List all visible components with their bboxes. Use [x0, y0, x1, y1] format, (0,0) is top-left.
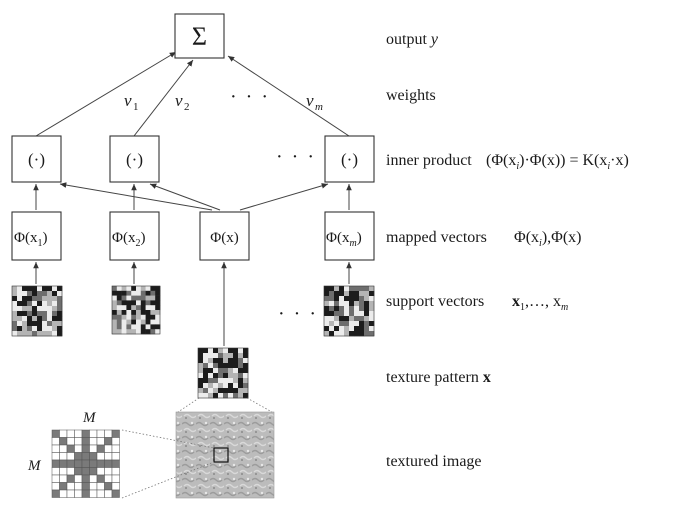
image-window-marker: [213, 447, 229, 463]
label-weights: weights: [386, 87, 436, 104]
label-textured-image: textured image: [386, 453, 482, 470]
edge-inner1-to-sum: [35, 51, 177, 137]
label-inner-product: inner product: [386, 152, 472, 169]
weights-ellipsis: · · ·: [230, 86, 270, 108]
edge-inner2-to-sum: [133, 59, 194, 137]
mapped-vector-box-m: Φ(xm): [324, 211, 375, 261]
textured-image: [175, 411, 275, 499]
texture-pattern-x: [197, 347, 249, 399]
svg-text:v: v: [175, 91, 183, 110]
projection-line-mask-bottom: [121, 461, 215, 499]
support-ellipsis: · · ·: [278, 303, 318, 325]
mapped-vector-box-x: Φ(x): [199, 211, 250, 261]
edge-phix-to-innerm: [239, 183, 329, 211]
projection-line-mask-top: [121, 429, 215, 449]
support-vector-texture-1: [11, 285, 63, 337]
formula-support-vectors: x1,…, xm: [512, 293, 568, 313]
svg-text:(·): (·): [28, 150, 45, 169]
sum-node: [174, 13, 225, 59]
label-support-vectors: support vectors: [386, 293, 484, 310]
svg-text:m: m: [315, 101, 323, 113]
svg-text:v: v: [306, 91, 314, 110]
svg-text:Φ(x): Φ(x): [210, 230, 238, 246]
formula-inner-product: (Φ(xi)·Φ(x)) = K(xi·x): [486, 152, 629, 172]
formula-mapped-vectors: Φ(xi),Φ(x): [514, 229, 582, 249]
label-output: output y: [386, 31, 439, 48]
edge-phix-to-inner1: [59, 182, 213, 211]
label-texture-pattern: texture pattern x: [386, 369, 491, 386]
inner-ellipsis: · · ·: [276, 146, 316, 168]
svg-text:v: v: [124, 91, 132, 110]
sum-symbol: Σ: [192, 22, 207, 51]
weight-label-m: v m: [306, 91, 323, 113]
mask-label-top: M: [82, 410, 97, 426]
svg-text:(·): (·): [126, 150, 143, 169]
svg-text:Φ(x1): Φ(x1): [14, 230, 47, 249]
inner-product-box-1: (·): [11, 135, 62, 183]
mapped-vector-box-2: Φ(x2): [109, 211, 160, 261]
projection-line-pattern-left: [177, 397, 200, 413]
edge-innerm-to-sum: [227, 55, 350, 137]
mask-grid: [51, 429, 120, 498]
svg-text:Φ(x2): Φ(x2): [112, 230, 145, 249]
projection-line-pattern-right: [246, 397, 273, 413]
mask-label-left: M: [27, 458, 42, 474]
edge-phix-to-inner2: [149, 183, 221, 211]
svg-text:2: 2: [184, 101, 190, 113]
mapped-vector-box-1: Φ(x1): [11, 211, 62, 261]
weight-label-2: v 2: [175, 91, 190, 113]
support-vector-texture-2: [111, 285, 161, 335]
inner-product-box-2: (·): [109, 135, 160, 183]
label-mapped-vectors: mapped vectors: [386, 229, 487, 246]
weight-label-1: v 1: [124, 91, 139, 113]
svg-text:Φ(xm): Φ(xm): [326, 230, 362, 249]
svg-text:1: 1: [133, 101, 139, 113]
support-vector-texture-m: [323, 285, 375, 337]
inner-product-box-m: (·): [324, 135, 375, 183]
svg-text:(·): (·): [341, 150, 358, 169]
